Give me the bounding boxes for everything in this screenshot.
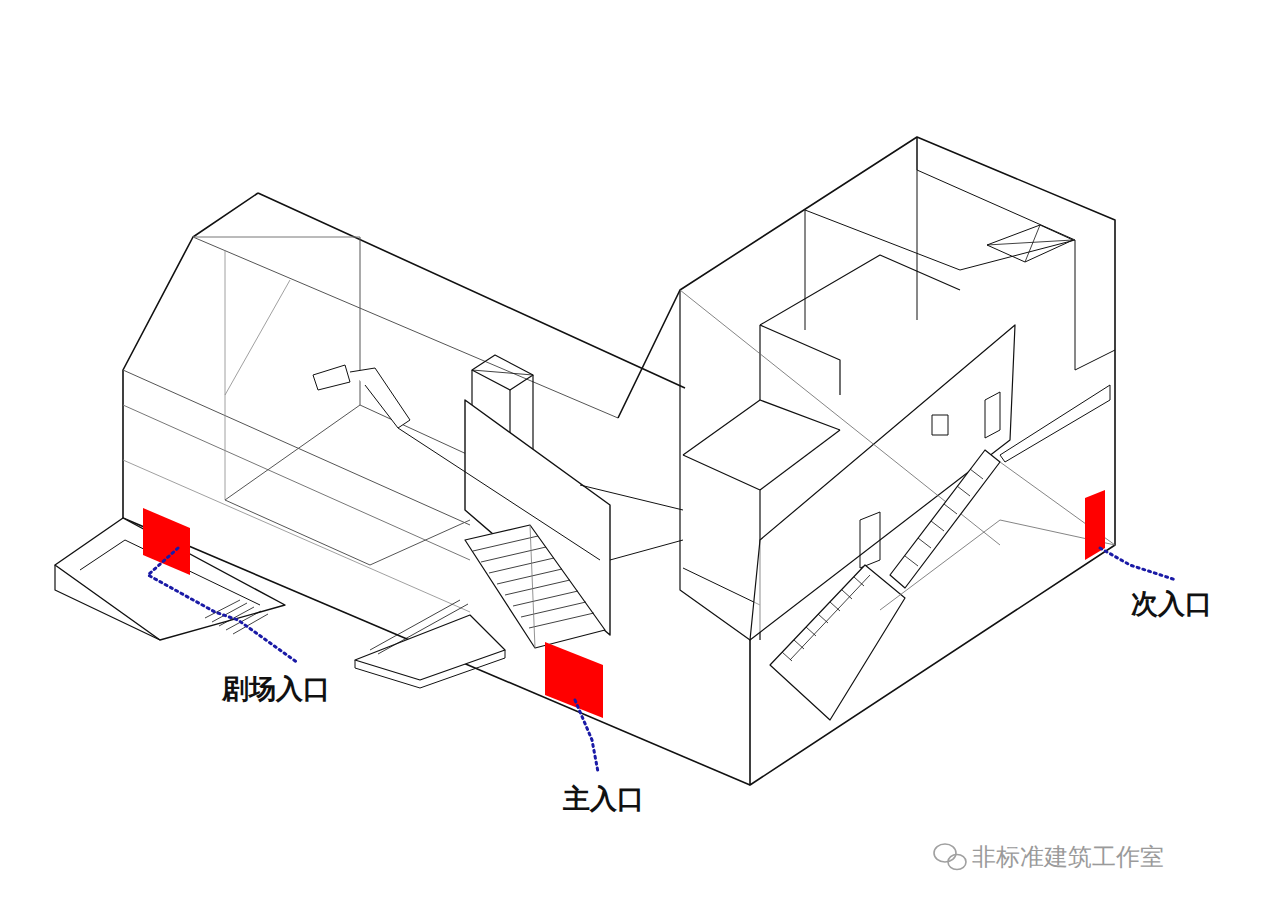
entrance-label: 剧场入口 (222, 673, 330, 705)
entrance-label: 次入口 (1131, 588, 1212, 620)
entrance-label: 主入口 (563, 783, 644, 815)
entrance-mark (143, 508, 190, 575)
leader-line (148, 548, 298, 663)
entrance-mark (545, 642, 603, 718)
leader-line (1100, 548, 1176, 580)
leader-line (575, 700, 598, 772)
watermark-icon (934, 844, 966, 870)
watermark: 非标准建筑工作室 (972, 843, 1164, 872)
